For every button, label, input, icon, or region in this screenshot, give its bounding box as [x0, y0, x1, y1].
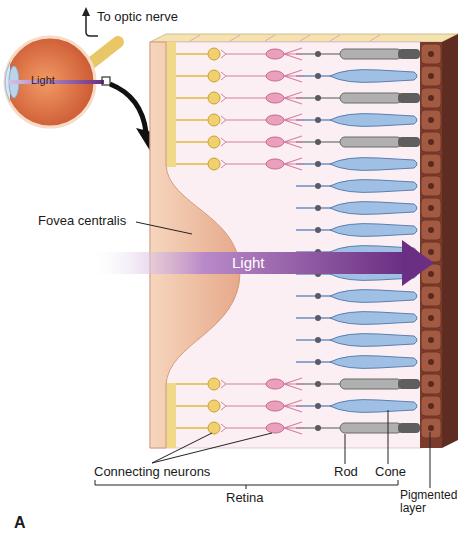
- light-beam: [8, 80, 104, 84]
- callout-label: Cone: [375, 465, 406, 479]
- callout-label: Rod: [334, 465, 358, 479]
- cone-cell: [296, 158, 417, 171]
- pigment-cell: [421, 88, 441, 108]
- connecting-neuron: [176, 70, 304, 82]
- top-face-lines: [190, 35, 380, 41]
- connecting-neuron: [176, 136, 304, 148]
- pigment-cell: [421, 44, 441, 64]
- connecting-neuron: [176, 422, 304, 434]
- pigment-cell: [421, 220, 441, 240]
- cone-cell: [296, 114, 417, 127]
- cone-cell: [296, 70, 417, 83]
- photoreceptors: [296, 49, 420, 433]
- pigment-cell: [421, 110, 441, 130]
- nerve-fiber-layer: [166, 383, 176, 448]
- pigment-cell: [421, 308, 441, 328]
- pigment-cell: [421, 374, 441, 394]
- retina-bracket: [95, 480, 398, 489]
- cone-cell: [296, 180, 417, 193]
- leader-line: [152, 433, 272, 463]
- connecting-neuron: [176, 114, 304, 126]
- light-arrow: [95, 252, 405, 274]
- block-side-face: [442, 34, 458, 448]
- rod-cell: [296, 379, 420, 389]
- optic-nerve-arrow: [86, 14, 98, 36]
- pigment-cells: [421, 44, 441, 438]
- connecting-neuron: [176, 400, 304, 412]
- retina-face: [150, 42, 422, 448]
- arrow-label: Light: [232, 255, 265, 271]
- pigment-cell: [421, 66, 441, 86]
- callout-label: To optic nerve: [97, 10, 178, 24]
- leader-line: [152, 433, 212, 463]
- pigment-cell: [421, 132, 441, 152]
- cone-cell: [296, 224, 417, 237]
- connecting-neuron: [176, 158, 304, 170]
- pigment-cell: [421, 418, 441, 438]
- nerve-fiber-layer: [166, 42, 176, 167]
- leader-line: [136, 222, 192, 234]
- callout-label: Fovea centralis: [38, 214, 126, 228]
- fovea-pit: [150, 42, 240, 448]
- connecting-neurons: [176, 48, 304, 434]
- leader-line: [388, 410, 389, 464]
- bracket-label: Retina: [226, 491, 264, 505]
- connecting-neuron: [176, 48, 304, 60]
- pigment-cell: [421, 176, 441, 196]
- leader-line: [345, 434, 346, 464]
- rod-cell: [296, 137, 420, 147]
- rod-cell: [296, 423, 420, 433]
- cone-cell: [296, 334, 417, 347]
- rod-cell: [296, 93, 420, 103]
- pigment-cell: [421, 154, 441, 174]
- cone-cell: [296, 400, 417, 413]
- callout-label: Light: [31, 74, 55, 86]
- pigmented-layer: [420, 42, 442, 448]
- arrowhead: [82, 7, 90, 16]
- cone-cell: [296, 356, 417, 369]
- block-top-face: [150, 34, 458, 42]
- pigment-cell: [421, 330, 441, 350]
- eye-icon: [5, 37, 118, 127]
- pointer-arrow: [110, 84, 146, 132]
- zoom-box: [102, 77, 110, 85]
- pigment-cell: [421, 352, 441, 372]
- pigment-cell: [421, 396, 441, 416]
- light-arrowhead: [402, 240, 434, 286]
- cone-cell: [296, 312, 417, 325]
- callout-label: Pigmented layer: [400, 489, 460, 515]
- pigment-cell: [421, 198, 441, 218]
- cone-cell: [296, 202, 417, 215]
- connecting-neuron: [176, 378, 304, 390]
- connecting-neuron: [176, 92, 304, 104]
- pigment-cell: [421, 286, 441, 306]
- callout-label: Connecting neurons: [94, 465, 210, 479]
- leader-line: [430, 432, 431, 488]
- optic-nerve: [90, 42, 118, 64]
- panel-letter: A: [14, 514, 26, 531]
- cone-cell: [296, 290, 417, 303]
- rod-cell: [296, 49, 420, 59]
